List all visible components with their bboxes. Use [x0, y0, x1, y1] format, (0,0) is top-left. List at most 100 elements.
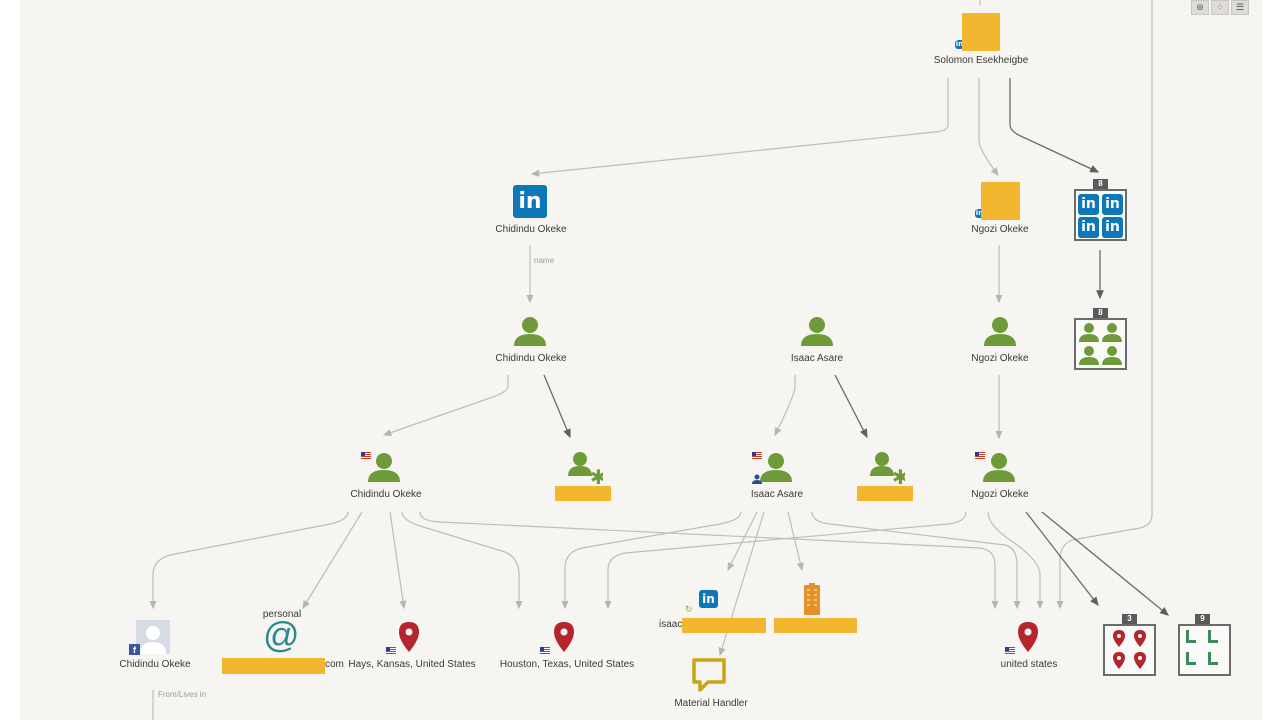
node-label: Chidindu Okeke — [495, 224, 567, 235]
crosshair-icon: ⊛ — [1196, 2, 1204, 12]
edge — [561, 511, 742, 610]
node-label: united states — [1000, 659, 1058, 670]
email-suffix: com — [325, 659, 344, 670]
node-label: Material Handler — [674, 698, 748, 709]
node-label: Ngozi Okeke — [971, 224, 1029, 235]
edge — [1056, 0, 1153, 610]
us-flag-icon — [361, 452, 371, 459]
person-icon — [801, 317, 833, 346]
edge — [419, 511, 999, 610]
edge — [382, 375, 509, 437]
node-label: Isaac Asare — [790, 353, 844, 364]
us-flag-icon — [752, 452, 762, 459]
edge — [978, 78, 999, 176]
node-label: Chidindu Okeke — [119, 659, 191, 670]
map-pin-group-icon — [1113, 630, 1146, 669]
node-label: Houston, Texas, United States — [499, 659, 635, 670]
map-pin-icon — [554, 622, 574, 652]
edge — [787, 511, 804, 572]
us-flag-icon — [540, 647, 550, 654]
group-box — [1074, 318, 1127, 370]
graph-layout-button[interactable]: ⊛ — [1191, 0, 1209, 15]
cluster-view-button[interactable]: ⁘ — [1211, 0, 1229, 15]
map-pin-icon — [399, 622, 419, 652]
facebook-icon: f — [129, 644, 140, 655]
map-pin-icon — [1018, 622, 1038, 652]
edge — [1025, 511, 1099, 607]
edge — [727, 511, 758, 572]
count-badge: 9 — [1195, 614, 1210, 624]
edge — [401, 511, 523, 610]
edge-label: name — [534, 256, 555, 265]
edge — [1041, 511, 1170, 616]
us-flag-icon — [975, 452, 985, 459]
person-group-icon — [1079, 323, 1122, 365]
node-label: Ngozi Okeke — [971, 353, 1029, 364]
speech-bubble-icon — [692, 658, 726, 692]
edge-label: From/Lives in — [158, 690, 207, 699]
svg-text:✱: ✱ — [590, 465, 603, 484]
redacted-photo — [962, 13, 1000, 51]
linkedin-icon: in — [1102, 194, 1123, 215]
redacted-photo — [981, 182, 1020, 220]
edge — [987, 511, 1044, 610]
profile-photo-placeholder-icon — [136, 620, 170, 654]
edge — [149, 511, 349, 610]
node-label: Chidindu Okeke — [350, 489, 422, 500]
us-flag-icon — [1005, 647, 1015, 654]
edge — [543, 374, 571, 439]
count-badge: 8 — [1093, 179, 1108, 189]
person-icon — [983, 453, 1015, 482]
graph-canvas[interactable] — [20, 0, 1262, 720]
edge — [389, 511, 407, 610]
link-icon: ↻ — [685, 604, 693, 614]
edge — [1009, 78, 1100, 173]
email-type-label: personal — [262, 609, 302, 620]
linkedin-icon: in — [1078, 194, 1099, 215]
person-icon — [368, 453, 400, 482]
svg-text:✱: ✱ — [892, 465, 905, 484]
person-icon — [760, 453, 792, 482]
group-box — [1103, 624, 1156, 676]
at-sign-icon: @ — [263, 614, 300, 655]
node-label: Isaac Asare — [750, 489, 804, 500]
edge — [604, 511, 967, 610]
count-badge: 8 — [1093, 308, 1108, 318]
dots-icon: ⁘ — [1216, 2, 1224, 12]
linkedin-icon: in — [513, 185, 547, 218]
edge — [834, 374, 868, 439]
node-label: Hays, Kansas, United States — [348, 659, 476, 670]
person-star-icon: ✱ — [568, 452, 603, 484]
redacted-label — [857, 486, 913, 501]
list-icon: ☰ — [1235, 2, 1245, 12]
linkedin-icon: in — [1078, 217, 1099, 238]
node-label: Solomon Esekheigbe — [933, 55, 1029, 66]
node-label: Ngozi Okeke — [971, 489, 1029, 500]
user-badge-icon — [752, 474, 762, 484]
linkedin-icon: in — [699, 590, 718, 608]
person-star-icon: ✱ — [870, 452, 905, 484]
redacted-label — [682, 618, 766, 633]
redacted-label — [555, 486, 611, 501]
node-label-prefix: isaac — [659, 619, 683, 630]
building-icon — [804, 583, 820, 615]
list-view-button[interactable]: ☰ — [1231, 0, 1249, 15]
group-box — [1178, 624, 1231, 676]
linkedin-icon: in — [1102, 217, 1123, 238]
person-icon — [514, 317, 546, 346]
edge — [302, 511, 363, 610]
redacted-email — [222, 658, 325, 674]
us-flag-icon — [386, 647, 396, 654]
group-box: in in in in — [1074, 189, 1127, 241]
edge — [718, 511, 765, 657]
redacted-label — [774, 618, 857, 633]
linkedin-icon: in — [955, 40, 964, 49]
linkedin-icon: in — [975, 209, 984, 218]
address-group-icon — [1186, 630, 1218, 665]
node-label: Chidindu Okeke — [495, 353, 567, 364]
edge — [811, 511, 1021, 610]
edge — [530, 78, 949, 177]
count-badge: 3 — [1122, 614, 1137, 624]
person-icon — [984, 317, 1016, 346]
